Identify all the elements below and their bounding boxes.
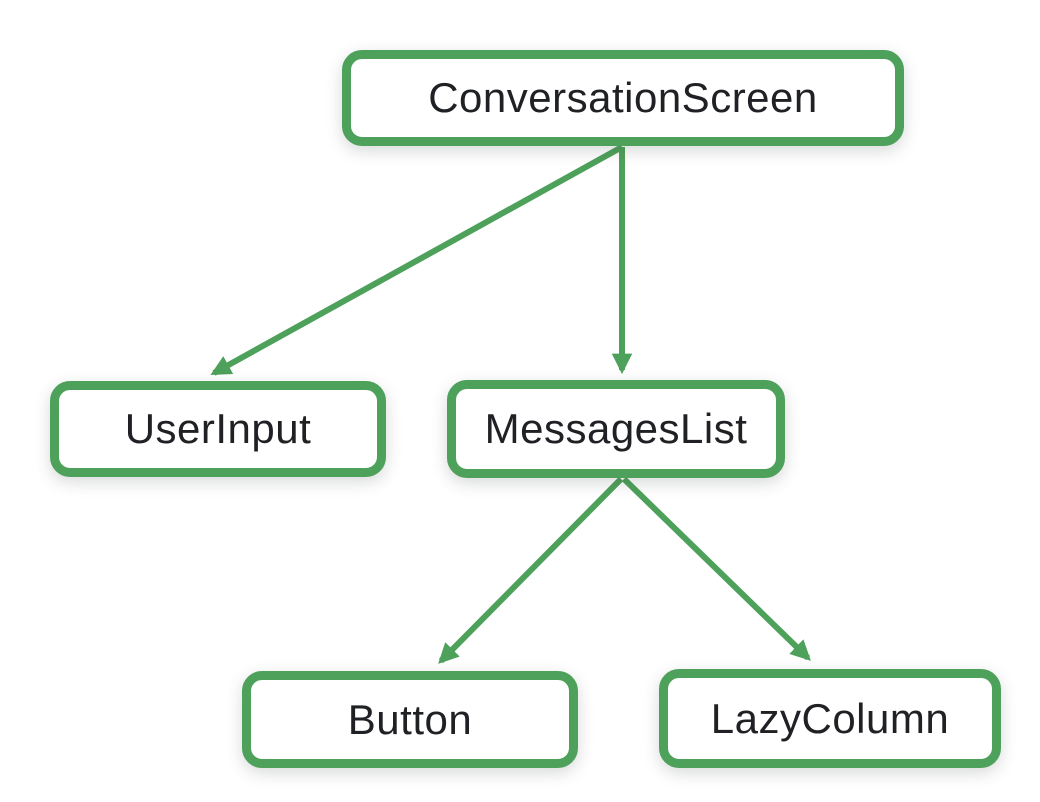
node-messages-list: MessagesList <box>447 380 785 478</box>
node-label: LazyColumn <box>710 694 950 742</box>
node-label: MessagesList <box>484 405 748 452</box>
node-lazy-column: LazyColumn <box>659 669 1001 768</box>
node-label: Button <box>347 695 473 743</box>
node-button: Button <box>242 671 578 768</box>
node-conversation-screen: ConversationScreen <box>342 50 904 146</box>
node-label: ConversationScreen <box>428 74 818 121</box>
node-user-input: UserInput <box>50 381 386 477</box>
edge-conversationscreen-userinput <box>210 144 624 376</box>
node-label: UserInput <box>124 405 312 452</box>
edge-messageslist-lazycolumn <box>621 476 811 661</box>
edge-messageslist-button <box>438 476 624 664</box>
